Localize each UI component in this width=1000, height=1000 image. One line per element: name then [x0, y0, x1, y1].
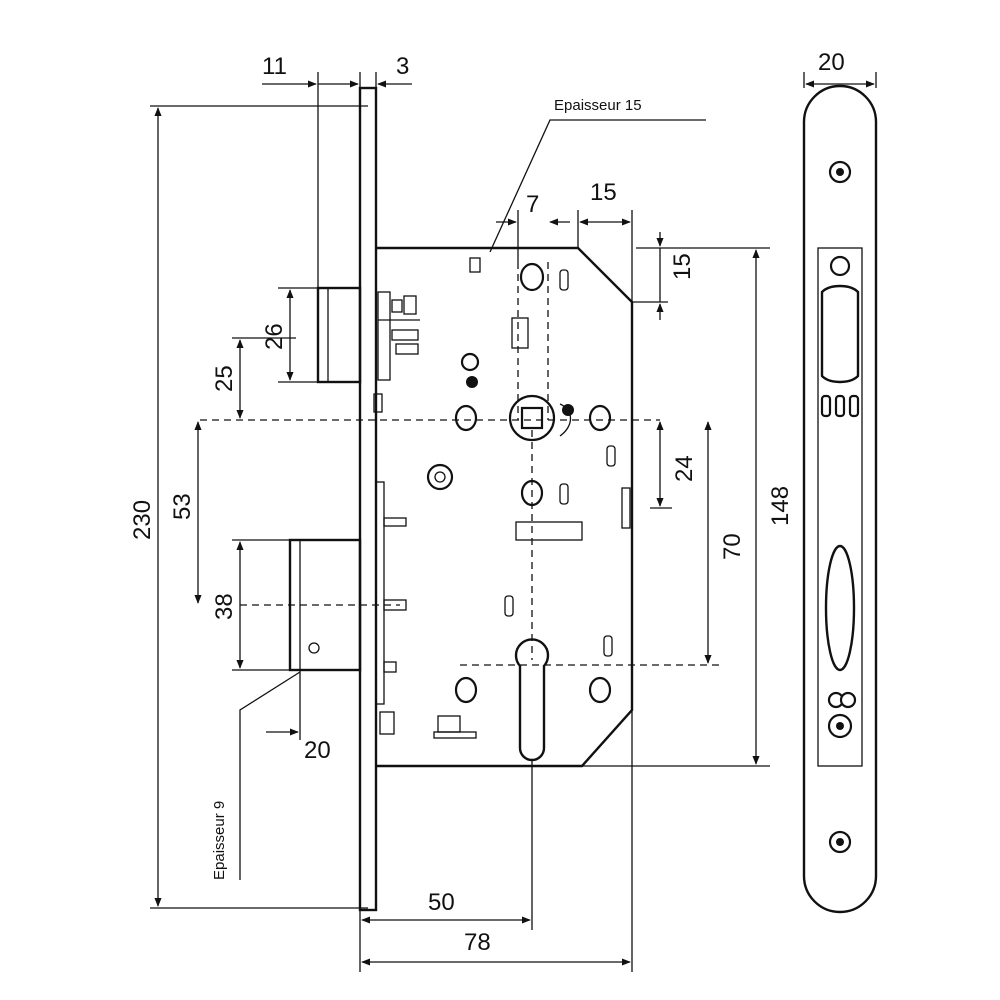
faceplate-latch-opening — [820, 284, 860, 384]
faceplate-bolt-opening — [824, 544, 856, 672]
latch-lever — [511, 317, 529, 349]
slot-3 — [606, 445, 616, 467]
dim-label-7: 7 — [526, 191, 539, 218]
faceplate-hole-2 — [839, 691, 857, 709]
note-epaisseur-15: Epaisseur 15 — [554, 97, 642, 114]
latch-clip-b — [403, 295, 417, 315]
faceplate-outline — [802, 84, 878, 914]
screw-hole-top — [519, 262, 545, 292]
slot-2 — [559, 483, 569, 505]
guide-lug-4 — [379, 711, 395, 735]
faceplate-side-view — [802, 84, 878, 914]
latch-tail — [377, 291, 391, 381]
dim-label-70: 70 — [719, 533, 746, 560]
dim-label-26: 26 — [261, 323, 288, 350]
dimension-labels: 11 3 7 15 20 20 50 78 230 53 25 26 38 15… — [129, 49, 845, 956]
faceplate-slot-2 — [834, 394, 846, 418]
dead-bolt-pin — [308, 642, 320, 654]
faceplate-hole-3-center — [836, 722, 844, 730]
latch-clip-a — [391, 299, 403, 313]
dim-label-3: 3 — [396, 53, 409, 80]
slot-7 — [469, 257, 481, 273]
latch-spring-b — [395, 343, 419, 355]
screw-hole-bottom-left — [454, 676, 478, 704]
bottom-block — [437, 715, 461, 733]
leader-lines — [239, 119, 706, 880]
bolt-guide-rail — [375, 481, 385, 705]
screw-hole-mid-right — [588, 404, 612, 432]
extension-lines — [150, 72, 877, 972]
centerlines — [200, 262, 720, 666]
note-epaisseur-9: Epaisseur 9 — [211, 801, 228, 880]
boss-left — [426, 463, 454, 491]
dim-label-20-plate: 20 — [818, 49, 845, 76]
internal-parts — [426, 257, 631, 762]
follower-spindle — [508, 394, 574, 442]
bolt-lever — [515, 521, 583, 541]
dim-label-15-top: 15 — [590, 179, 617, 206]
dim-label-230: 230 — [129, 500, 156, 540]
slot-4 — [603, 635, 613, 657]
slot-1 — [559, 269, 569, 291]
faceplate-slot-3 — [848, 394, 860, 418]
faceplate-inner-screw — [829, 255, 851, 277]
boss-left-core — [434, 471, 446, 483]
faceplate-screw-top-center — [836, 168, 844, 176]
dim-label-20-bolt: 20 — [304, 737, 331, 764]
dim-label-24: 24 — [671, 455, 698, 482]
faceplate-slot-1 — [820, 394, 832, 418]
faceplate-case-outline — [817, 247, 863, 767]
bottom-plate — [433, 731, 477, 739]
spindle-square-icon — [520, 406, 544, 430]
follower-cam — [559, 403, 572, 437]
dim-label-38: 38 — [211, 593, 238, 620]
annotation-labels: Epaisseur 15 Epaisseur 9 — [211, 97, 642, 880]
slot-6 — [621, 487, 631, 529]
slot-5 — [504, 595, 514, 617]
dim-label-15-side: 15 — [669, 253, 696, 280]
boss-upper — [460, 352, 480, 372]
screw-hole-mid-left — [454, 404, 478, 432]
pin-dark — [466, 376, 478, 388]
dim-label-148: 148 — [767, 486, 794, 526]
latch-mechanism — [373, 291, 420, 413]
cylinder-cutout — [514, 638, 550, 762]
faceplate-screw-bottom-center — [836, 838, 844, 846]
latch-bolt — [316, 286, 362, 384]
leader-epaisseur-15 — [489, 119, 706, 253]
guide-lug-3 — [383, 661, 397, 673]
latch-stop — [373, 393, 383, 413]
dim-label-11: 11 — [262, 53, 287, 80]
dim-label-50: 50 — [428, 889, 455, 916]
dim-label-78: 78 — [464, 929, 491, 956]
dim-label-25: 25 — [211, 365, 238, 392]
forend-plate-outline — [358, 86, 378, 912]
dimension-lines — [154, 80, 875, 966]
latch-spring-a — [391, 329, 419, 341]
leader-epaisseur-9 — [239, 671, 301, 880]
forend-plate — [358, 86, 378, 912]
dim-label-53: 53 — [169, 493, 196, 520]
screw-hole-bottom-right — [588, 676, 612, 704]
guide-lug-1 — [383, 517, 407, 527]
